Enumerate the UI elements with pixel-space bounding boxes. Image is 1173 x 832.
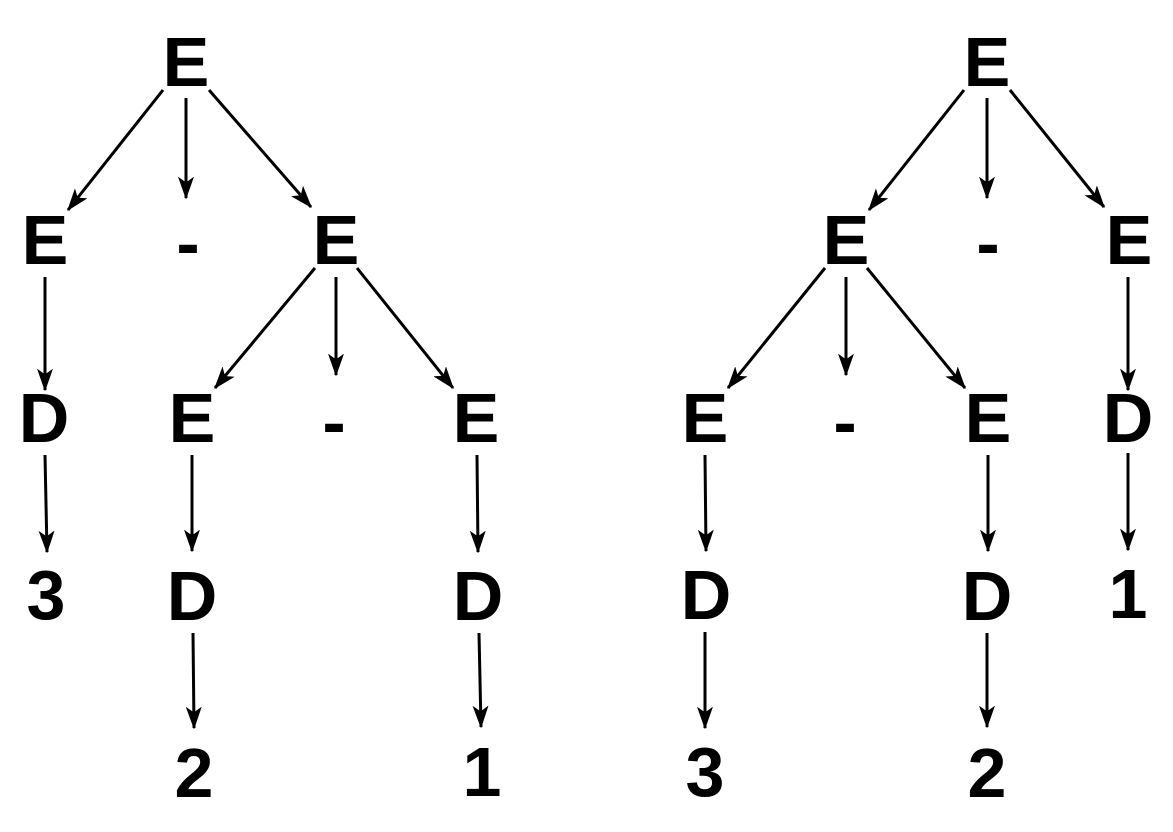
right-tree-root-label: E <box>963 23 1011 101</box>
right-tree-sub-right-d-label: D <box>961 557 1013 635</box>
left-tree-edge-right-to-subright <box>355 267 455 388</box>
right-tree-sub-left-expr-label: E <box>681 379 729 457</box>
left-tree-edge-root-to-right <box>207 89 313 207</box>
left-tree-digit-3-label: 3 <box>26 556 66 634</box>
left-tree-root-label: E <box>162 23 210 101</box>
left-tree-edge-d-to-digit1 <box>479 632 481 727</box>
right-tree-digit-3-label: 3 <box>685 733 725 811</box>
left-tree-edge-right-to-subleft <box>213 267 317 388</box>
right-tree-right-d-label: D <box>1102 379 1154 457</box>
right-tree-right-expr-label: E <box>1105 201 1153 279</box>
right-tree-edge-left-to-subleft <box>726 267 827 388</box>
left-tree-edge-root-to-left <box>66 89 165 210</box>
right-tree-sub-left-d-label: D <box>680 556 732 634</box>
left-tree-edge-subright-to-d <box>477 454 478 552</box>
right-tree-operator-label: - <box>976 204 1000 282</box>
right-tree-edge-root-to-right <box>1008 89 1106 207</box>
left-tree-left-d-label: D <box>18 379 70 457</box>
left-tree-digit-1-label: 1 <box>462 733 502 811</box>
right-tree-edge-subleft-to-d <box>705 454 706 551</box>
right-tree-digit-2-label: 2 <box>967 734 1007 812</box>
right-tree-edge-root-to-left <box>867 89 966 210</box>
right-tree-digit-1-label: 1 <box>1108 555 1148 633</box>
right-tree-left-expr-label: E <box>822 201 870 279</box>
right-tree-sub-right-expr-label: E <box>964 379 1012 457</box>
left-tree-sub-right-expr-label: E <box>452 379 500 457</box>
right-tree-edge-left-to-subright <box>865 267 967 388</box>
left-tree-digit-2-label: 2 <box>174 734 214 812</box>
left-tree-edge-d-to-digit3 <box>45 454 47 552</box>
right-tree-sub-operator-label: - <box>833 383 857 461</box>
left-tree-edge-d-to-digit2 <box>193 632 194 728</box>
left-tree-operator-label: - <box>176 204 200 282</box>
left-tree-left-expr-label: E <box>21 201 69 279</box>
left-tree-sub-operator-label: - <box>322 383 346 461</box>
left-tree-right-expr-label: E <box>312 201 360 279</box>
left-tree-sub-left-d-label: D <box>166 557 218 635</box>
left-tree-sub-left-expr-label: E <box>168 379 216 457</box>
left-tree-sub-right-d-label: D <box>452 557 504 635</box>
